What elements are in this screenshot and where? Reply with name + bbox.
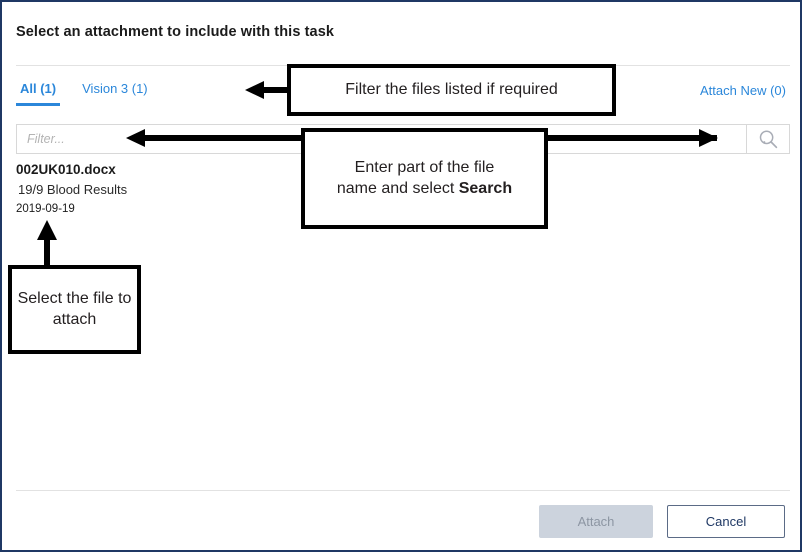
footer-divider [16,490,790,491]
select-callout: Select the file to attach [8,265,141,354]
filter-callout: Filter the files listed if required [287,64,616,116]
file-list: 002UK010.docx 19/9 Blood Results 2019-09… [16,160,446,218]
file-date: 2019-09-19 [16,203,75,215]
search-callout-line2-bold: Search [458,179,513,197]
search-callout-line1: Enter part of the file [354,159,495,177]
filter-callout-arrow [245,81,289,99]
attach-button[interactable]: Attach [539,505,653,538]
file-name: 002UK010.docx [16,162,116,177]
page-title: Select an attachment to include with thi… [16,24,335,40]
search-callout: Enter part of the file name and select S… [301,128,548,229]
attach-new-link[interactable]: Attach New (0) [700,83,786,98]
cancel-button[interactable]: Cancel [667,505,785,538]
search-icon [758,129,779,150]
tab-vision-3[interactable]: Vision 3 (1) [82,81,148,96]
file-description: 19/9 Blood Results [18,182,128,197]
search-button[interactable] [746,124,790,154]
list-item[interactable]: 002UK010.docx 19/9 Blood Results 2019-09… [16,160,446,218]
tab-all[interactable]: All (1) [16,78,61,106]
select-callout-arrow [37,220,57,268]
search-callout-line2-prefix: name and select [336,179,459,197]
tab-strip: All (1) Vision 3 (1) [16,78,152,108]
